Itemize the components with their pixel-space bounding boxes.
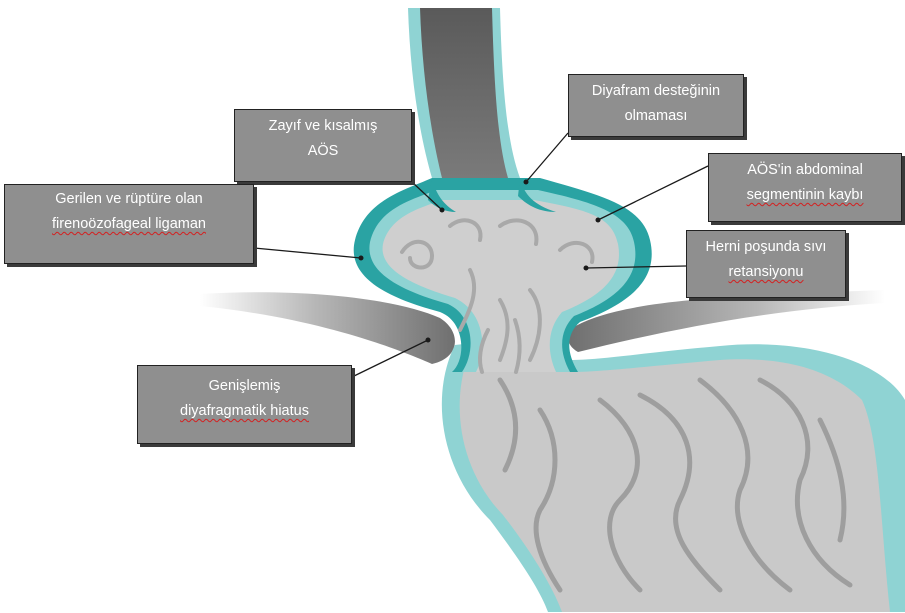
leader-ligament [254, 248, 361, 258]
label-fluid-retention-line2: retansiyonu [687, 260, 845, 285]
label-weak-les: Zayıf ve kısalmış AÖS [234, 109, 412, 182]
label-hiatus-line1: Genişlemiş [138, 374, 351, 399]
label-no-diaphragm-support-line2: olmaması [569, 104, 743, 129]
label-ligament-line2: firenoözofageal ligaman [5, 212, 253, 237]
leader-no-diaphragm-support [526, 133, 568, 182]
label-ligament-line1: Gerilen ve rüptüre olan [5, 187, 253, 212]
stomach-body [460, 352, 890, 612]
label-weak-les-line1: Zayıf ve kısalmış [235, 114, 411, 139]
label-hiatus: Genişlemiş diyafragmatik hiatus [137, 365, 352, 444]
label-abdominal-segment-loss-line2: segmentinin kaybı [709, 183, 901, 208]
leader-abdominal-segment [598, 166, 708, 220]
label-abdominal-segment-loss: AÖS'in abdominal segmentinin kaybı [708, 153, 902, 222]
label-fluid-retention-line1: Herni poşunda sıvı [687, 235, 845, 260]
label-ligament: Gerilen ve rüptüre olan firenoözofageal … [4, 184, 254, 264]
label-hiatus-line2: diyafragmatik hiatus [138, 399, 351, 424]
label-weak-les-line2: AÖS [235, 139, 411, 164]
label-abdominal-segment-loss-line1: AÖS'in abdominal [709, 158, 901, 183]
label-no-diaphragm-support: Diyafram desteğinin olmaması [568, 74, 744, 137]
label-fluid-retention: Herni poşunda sıvı retansiyonu [686, 230, 846, 298]
label-no-diaphragm-support-line1: Diyafram desteğinin [569, 79, 743, 104]
